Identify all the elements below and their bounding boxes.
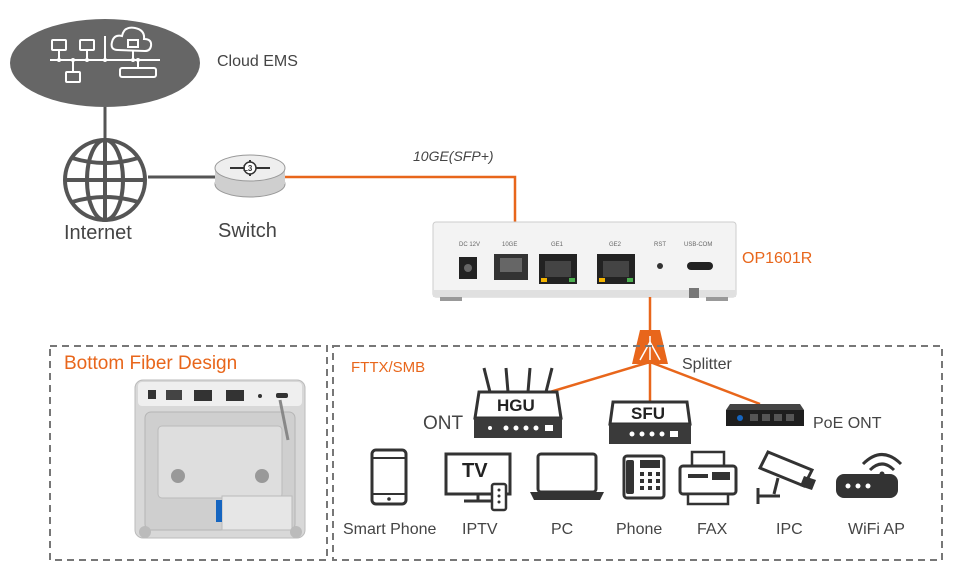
cloud-ems-label: Cloud EMS: [217, 53, 298, 70]
desk-phone-icon: [622, 454, 666, 500]
tv-screen-text: TV: [462, 460, 488, 482]
endpoint-label-wifi-ap: WiFi AP: [848, 521, 905, 538]
globe-icon: [63, 138, 147, 222]
port-label-usb: USB-COM: [684, 242, 713, 248]
iptv-icon: [444, 452, 512, 512]
smart-phone-icon: [370, 448, 408, 506]
pc-laptop-icon: [530, 452, 604, 500]
olt-model-label: OP1601R: [742, 250, 813, 267]
ip-camera-icon: [756, 450, 816, 504]
port-label-10ge: 10GE: [502, 242, 518, 248]
uplink-label: 10GE(SFP+): [413, 148, 494, 164]
bottom-panel-frame: [49, 345, 328, 561]
port-label-dc: DC 12V: [459, 242, 481, 248]
bottom-panel-title: Bottom Fiber Design: [64, 353, 238, 374]
hgu-label: HGU: [497, 396, 535, 415]
poe-ont-icon: [726, 404, 804, 426]
switch-icon: [214, 154, 286, 198]
hgu-icon: [473, 367, 563, 438]
bottom-fiber-device: [134, 379, 306, 539]
uplink-line: [285, 175, 517, 222]
wifi-ap-icon: [836, 453, 903, 498]
endpoint-label-fax: FAX: [697, 521, 728, 538]
endpoint-label-ipc: IPC: [776, 521, 803, 538]
olt-device: [432, 221, 737, 301]
ont-label: ONT: [423, 413, 464, 434]
cloud-ems-icon: [10, 19, 200, 107]
splitter-label: Splitter: [682, 356, 732, 373]
switch-label: Switch: [218, 220, 277, 242]
endpoint-label-pc: PC: [551, 521, 574, 538]
endpoint-label-phone: Phone: [616, 521, 663, 538]
port-label-ge1: GE1: [551, 242, 564, 248]
switch-badge: L3: [243, 164, 253, 173]
fttx-panel-frame: [332, 345, 943, 561]
sfu-icon: [608, 400, 692, 444]
endpoint-label-iptv: IPTV: [462, 521, 498, 538]
fax-icon: [678, 450, 738, 506]
sfu-label: SFU: [631, 404, 665, 423]
endpoint-label-smart-phone: Smart Phone: [343, 521, 437, 538]
port-label-ge2: GE2: [609, 242, 622, 248]
port-label-rst: RST: [654, 242, 666, 248]
fttx-panel-title: FTTX/SMB: [351, 359, 426, 376]
internet-label: Internet: [64, 222, 132, 244]
poe-ont-label: PoE ONT: [813, 415, 882, 432]
